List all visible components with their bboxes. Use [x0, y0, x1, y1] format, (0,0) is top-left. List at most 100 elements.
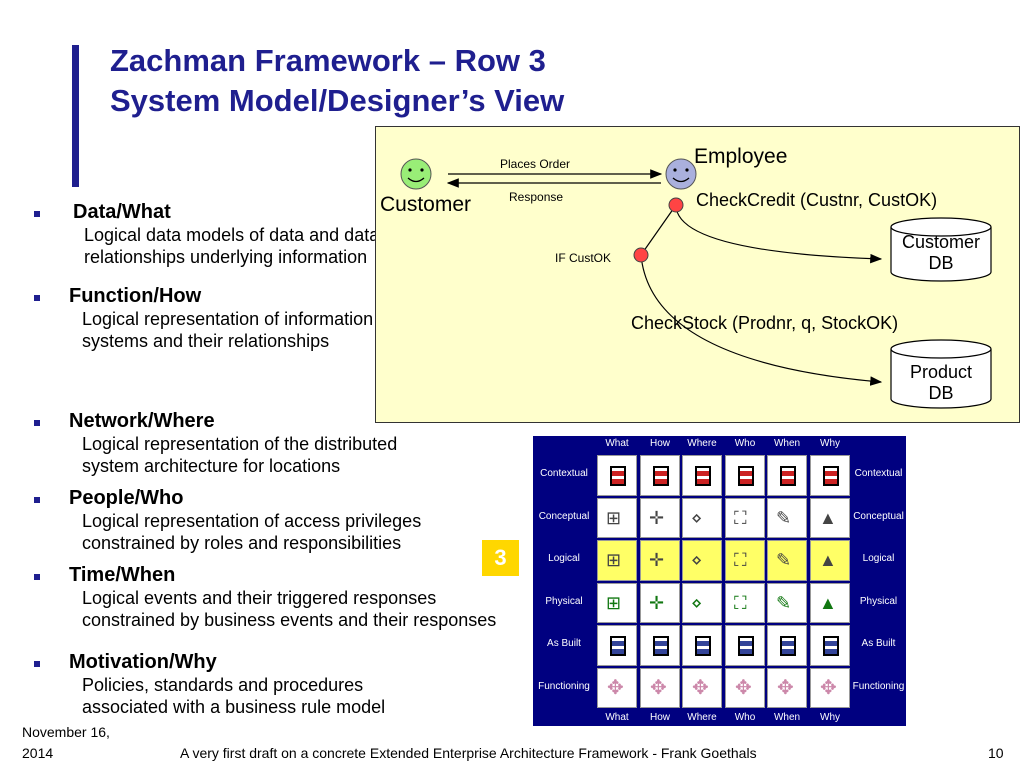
if-custok-decision-icon	[633, 247, 649, 263]
document-stack-icon	[738, 466, 754, 486]
model-diagram-icon: ⊞	[606, 592, 622, 613]
grid-cell: ⛶	[725, 540, 765, 581]
bullet-description-line: system architecture for locations	[82, 456, 341, 476]
model-diagram-icon: ✎	[776, 592, 792, 613]
bullet-description-line: associated with a business rule model	[82, 697, 386, 717]
grid-row-label-right: Contextual	[854, 468, 903, 479]
bullet-description-line: Logical data models of data and data	[84, 225, 380, 245]
grid-cell: ✎	[767, 497, 807, 538]
model-diagram-icon: ⊞	[606, 550, 622, 570]
grid-cell: ✥	[767, 667, 807, 708]
document-stack-icon	[780, 466, 796, 486]
check-stock-label: CheckStock (Prodnr, q, StockOK)	[631, 313, 899, 333]
customer-smiley-icon	[400, 158, 432, 190]
if-custok-label: IF CustOK	[555, 251, 612, 265]
check-credit-label: CheckCredit (Custnr, CustOK)	[696, 190, 938, 210]
bullet-heading: Time/When	[69, 564, 176, 586]
model-diagram-icon: ✎	[776, 507, 792, 528]
model-diagram-icon: ⋄	[691, 507, 703, 528]
grid-cell	[725, 455, 765, 496]
credit-to-if-link	[640, 204, 677, 256]
four-way-arrow-icon: ✥	[650, 676, 667, 699]
bullet-marker	[34, 420, 40, 426]
bullet-marker	[34, 497, 40, 503]
check-stock-arrow	[640, 254, 883, 386]
document-stack-icon	[610, 636, 626, 656]
customer-label: Customer	[380, 193, 472, 216]
bullet-description-line: Policies, standards and procedures	[82, 675, 364, 695]
grid-row-label-right: Functioning	[852, 680, 905, 692]
check-credit-arrow	[675, 204, 883, 264]
four-way-arrow-icon: ✥	[820, 676, 837, 699]
document-stack-icon	[738, 636, 754, 656]
grid-cell	[682, 455, 722, 496]
grid-column-header-bottom: Who	[734, 712, 756, 723]
customer-db-cylinder-icon	[890, 217, 992, 282]
grid-row-label-left: As Built	[547, 638, 581, 649]
grid-row-label-left: Conceptual	[538, 510, 590, 522]
model-diagram-icon: ⛶	[734, 550, 747, 570]
grid-row-label-right: Physical	[859, 595, 898, 607]
grid-cell: ✥	[597, 667, 637, 708]
model-diagram-icon: ⛶	[734, 507, 747, 528]
grid-row-label-right: Logical	[862, 553, 895, 564]
grid-column-header-bottom: How	[649, 712, 670, 723]
bullet-marker	[34, 211, 40, 217]
document-stack-icon	[823, 636, 839, 656]
grid-cell: ▲	[810, 540, 850, 581]
interaction-diagram	[400, 158, 992, 409]
bullet-heading: Motivation/Why	[69, 651, 217, 673]
footer-date-line1: November 16,	[22, 724, 110, 740]
grid-cell: ✎	[767, 540, 807, 581]
grid-row-label-left: Contextual	[540, 468, 588, 479]
bullet-heading: Function/How	[69, 285, 202, 307]
four-way-arrow-icon: ✥	[735, 676, 752, 699]
document-stack-icon	[695, 636, 711, 656]
grid-cell: ▲	[810, 497, 850, 538]
bullet-heading: Data/What	[73, 201, 171, 223]
slide-title-line1: Zachman Framework – Row 3	[110, 43, 546, 78]
grid-column-header-top: Why	[820, 438, 840, 449]
grid-cell	[640, 455, 680, 496]
four-way-arrow-icon: ✥	[607, 676, 624, 699]
footer-date-line2: 2014	[22, 745, 54, 761]
grid-column-header-bottom: What	[605, 712, 629, 723]
grid-cell: ⋄	[682, 540, 722, 581]
document-stack-icon	[780, 636, 796, 656]
model-diagram-icon: ▲	[819, 550, 837, 570]
grid-cell: ⊞	[597, 540, 637, 581]
bullet-marker	[34, 661, 40, 667]
bullet-description-line: Logical representation of information	[82, 309, 374, 329]
places-order-label: Places Order	[500, 157, 571, 171]
grid-cell	[810, 455, 850, 496]
bullet-description-line: Logical representation of access privile…	[82, 511, 422, 531]
bullet-description-line: relationships underlying information	[84, 247, 368, 267]
employee-label: Employee	[694, 145, 788, 168]
model-diagram-icon: ✎	[776, 550, 792, 570]
grid-cell: ⋄	[682, 582, 722, 623]
document-stack-icon	[695, 466, 711, 486]
grid-cell: ⛶	[725, 582, 765, 623]
bullet-heading: People/Who	[69, 487, 184, 509]
bullet-marker	[34, 574, 40, 580]
grid-cell	[597, 625, 637, 666]
product-db-cylinder-icon	[890, 339, 992, 409]
model-diagram-icon: ▲	[819, 507, 837, 528]
bullet-description-line: constrained by business events and their…	[82, 610, 497, 630]
grid-column-header-bottom: Why	[820, 712, 840, 723]
grid-column-header-top: Who	[734, 438, 756, 449]
grid-row-label-left: Functioning	[538, 680, 590, 692]
four-way-arrow-icon: ✥	[692, 676, 709, 699]
grid-cell: ✥	[725, 667, 765, 708]
grid-column-header-bottom: When	[773, 712, 801, 723]
document-stack-icon	[653, 466, 669, 486]
row-3-marker: 3	[482, 540, 519, 576]
four-way-arrow-icon: ✥	[777, 676, 794, 699]
model-diagram-icon: ⋄	[691, 550, 703, 570]
document-stack-icon	[653, 636, 669, 656]
bullet-heading: Network/Where	[69, 410, 215, 432]
grid-cell: ⋄	[682, 497, 722, 538]
grid-row-label-left: Physical	[545, 595, 583, 607]
